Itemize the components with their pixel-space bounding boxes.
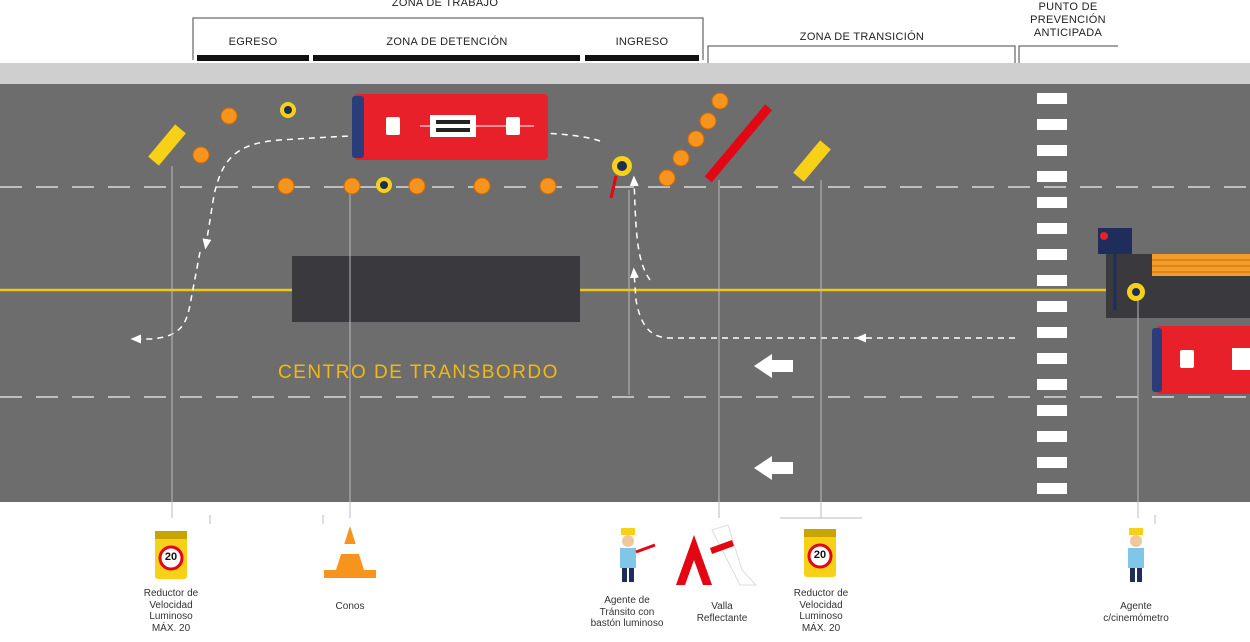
caption-reductor-2: Reductor de Velocidad Luminoso MÁX. 20	[793, 588, 849, 634]
sidewalk	[0, 63, 1250, 84]
sign-20-b: 20	[813, 549, 827, 561]
valla-road	[704, 104, 773, 183]
sign-20-a: 20	[164, 551, 178, 563]
caption-conos: Conos	[335, 601, 365, 612]
legend-cone-icon	[324, 526, 376, 578]
legend-reductor-1-icon	[155, 531, 187, 579]
crosswalk	[1037, 93, 1067, 494]
caption-reductor-1: Reductor de Velocidad Luminoso MÁX. 20	[143, 588, 199, 634]
right-roof	[1152, 254, 1250, 276]
caption-agente-baston: Agente de Tránsito con bastón luminoso	[590, 595, 664, 629]
zona-detencion-label: ZONA DE DETENCIÓN	[386, 36, 508, 48]
agent-road-2	[376, 177, 392, 193]
route-paths	[130, 131, 1015, 344]
ingreso-label: INGRESO	[615, 36, 669, 48]
header-bars	[197, 55, 699, 61]
header-brackets	[192, 17, 1118, 63]
bus-main	[352, 94, 548, 160]
zona-trabajo-label: ZONA DE TRABAJO	[391, 0, 499, 9]
bus-right	[1152, 326, 1250, 394]
agent-road-4	[1127, 283, 1145, 301]
traffic-cones	[192, 92, 729, 195]
transfer-platform	[292, 256, 580, 322]
caption-valla: Valla Reflectante	[696, 601, 748, 624]
legend-agente-cinemometro-icon	[1128, 528, 1144, 582]
legend-reductor-2-icon	[804, 529, 836, 577]
punto-prevencion-label: PUNTO DE PREVENCIÓN ANTICIPADA	[1030, 1, 1106, 39]
agent-road-3	[609, 156, 632, 199]
agent-road-1	[280, 102, 296, 118]
egreso-label: EGRESO	[228, 36, 278, 48]
legend-agente-baston-icon	[620, 528, 656, 582]
legend-valla-icon	[676, 524, 758, 586]
reductor-road-1	[148, 124, 186, 166]
traffic-light	[1098, 228, 1132, 310]
reductor-road-2	[793, 140, 831, 182]
centro-transbordo-label: CENTRO DE TRANSBORDO	[278, 362, 559, 383]
lane-arrows	[754, 354, 793, 480]
zona-transicion-label: ZONA DE TRANSICIÓN	[799, 31, 925, 43]
leader-lines	[171, 166, 1156, 524]
caption-agente-cinemometro: Agente c/cinemómetro	[1103, 601, 1169, 624]
